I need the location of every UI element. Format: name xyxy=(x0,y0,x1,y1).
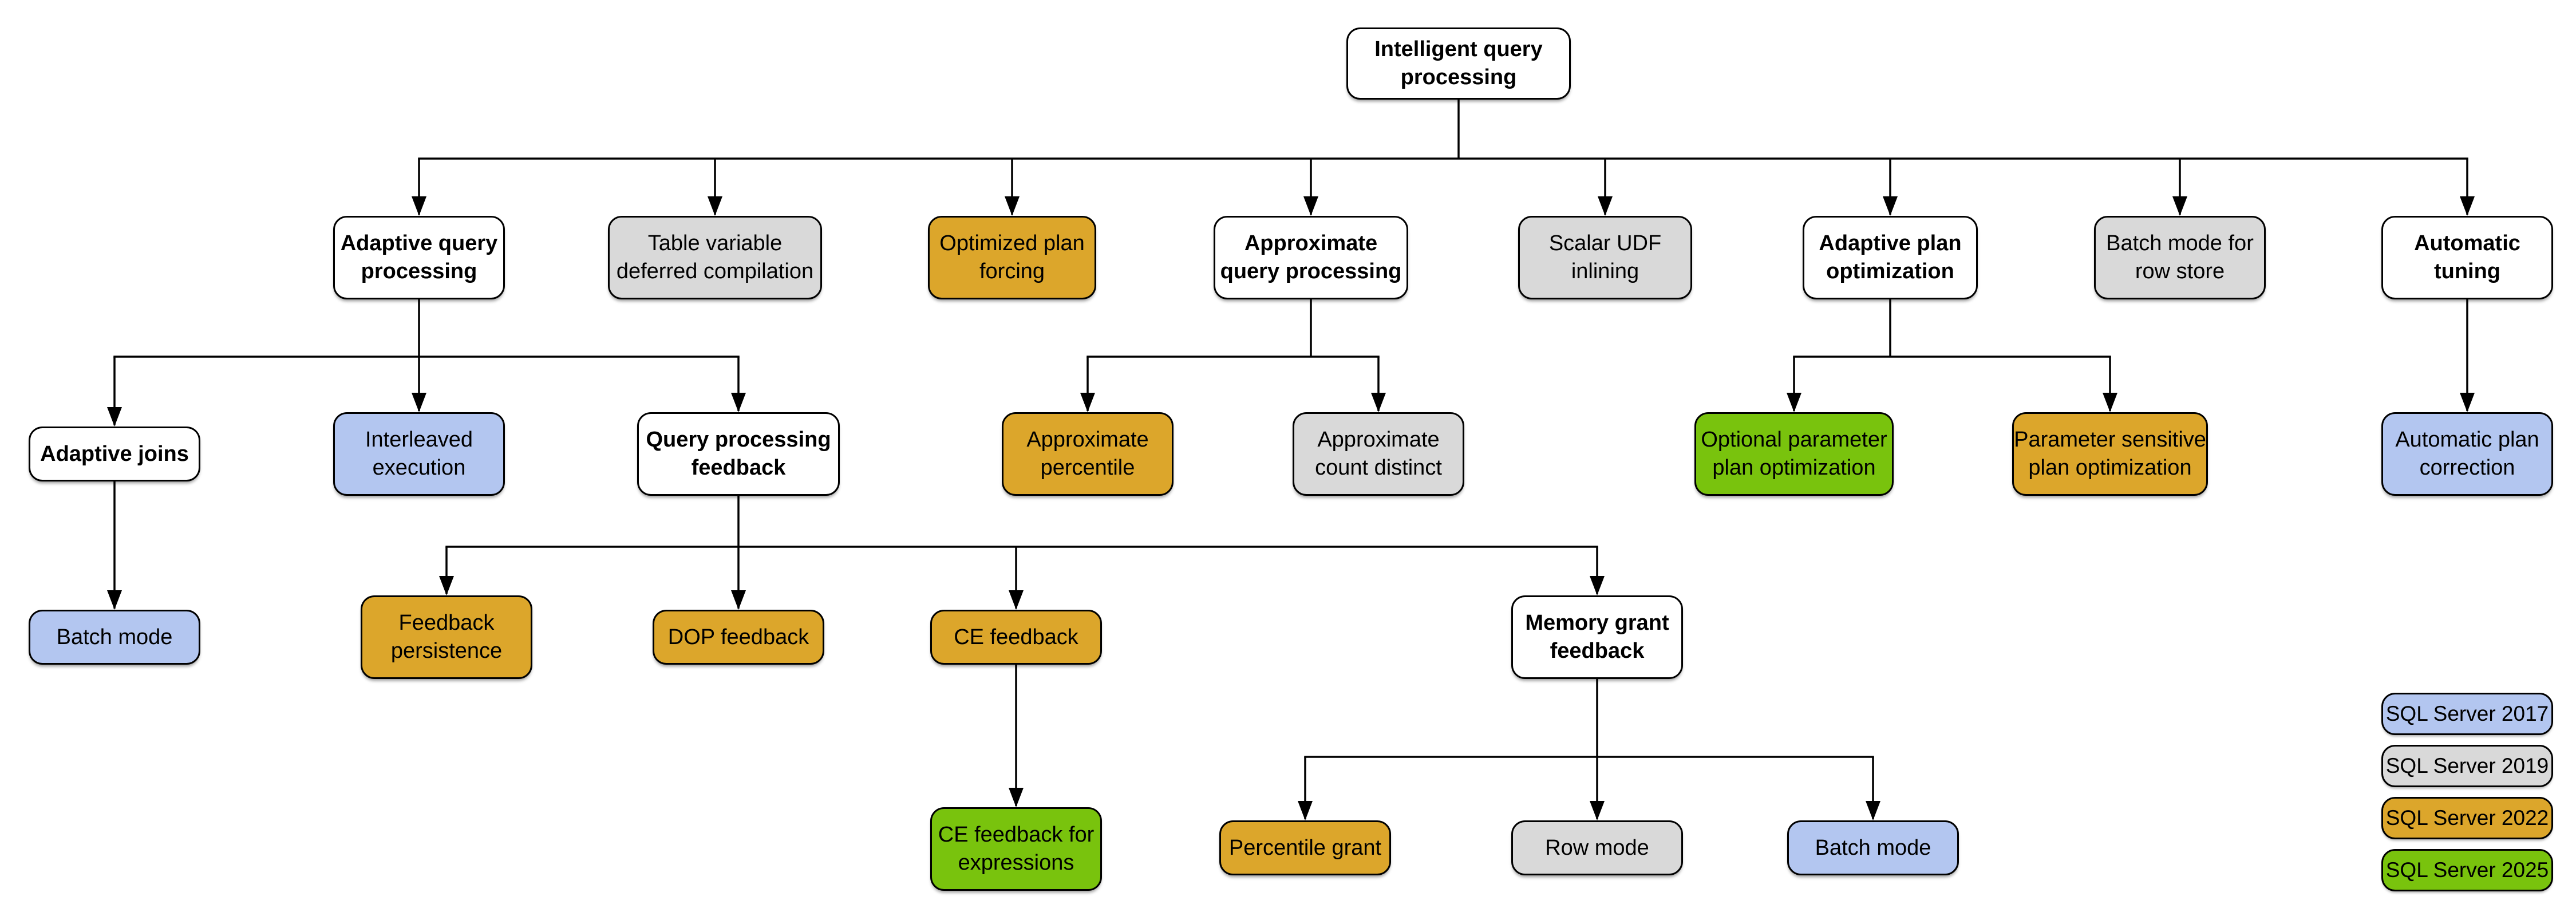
arrowhead-icon xyxy=(1787,393,1801,412)
node-scalar-udf-inlining: Scalar UDF inlining xyxy=(1518,216,1692,299)
node-row-mode: Row mode xyxy=(1511,820,1683,875)
legend-item-sql-server-2022: SQL Server 2022 xyxy=(2381,797,2553,839)
arrowhead-icon xyxy=(1590,801,1605,820)
legend-item-sql-server-2025: SQL Server 2025 xyxy=(2381,849,2553,891)
node-ce-feedback-for-expressions: CE feedback for expressions xyxy=(930,807,1102,891)
node-batch-mode-memory-grant: Batch mode xyxy=(1787,820,1959,875)
arrowhead-icon xyxy=(2172,196,2187,216)
node-interleaved-execution: Interleaved execution xyxy=(333,412,505,496)
arrowhead-icon xyxy=(412,196,426,216)
arrowhead-icon xyxy=(731,393,746,412)
node-percentile-grant: Percentile grant xyxy=(1219,820,1391,875)
arrowhead-icon xyxy=(1298,801,1313,820)
arrowhead-icon xyxy=(1371,393,1386,412)
arrowhead-icon xyxy=(1866,801,1880,820)
node-automatic-tuning: Automatic tuning xyxy=(2381,216,2553,299)
node-table-variable-deferred-compilation: Table variable deferred compilation xyxy=(608,216,822,299)
arrowhead-icon xyxy=(731,590,746,610)
node-parameter-sensitive-plan-optimization: Parameter sensitive plan optimization xyxy=(2012,412,2208,496)
arrowhead-icon xyxy=(1883,196,1898,216)
arrowhead-icon xyxy=(107,590,122,610)
node-optional-parameter-plan-optimization: Optional parameter plan optimization xyxy=(1694,412,1894,496)
arrowhead-icon xyxy=(2103,393,2117,412)
arrowhead-icon xyxy=(708,196,722,216)
legend-item-sql-server-2017: SQL Server 2017 xyxy=(2381,693,2553,735)
node-feedback-persistence: Feedback persistence xyxy=(361,595,532,679)
node-query-processing-feedback: Query processing feedback xyxy=(637,412,840,496)
arrowhead-icon xyxy=(2460,196,2475,216)
node-ce-feedback: CE feedback xyxy=(930,610,1102,665)
node-dop-feedback: DOP feedback xyxy=(653,610,824,665)
arrowhead-icon xyxy=(1005,196,1020,216)
node-approximate-query-processing: Approximate query processing xyxy=(1214,216,1408,299)
node-batch-mode-adaptive-joins: Batch mode xyxy=(29,610,200,665)
arrowhead-icon xyxy=(1009,590,1024,610)
node-automatic-plan-correction: Automatic plan correction xyxy=(2381,412,2553,496)
node-approximate-count-distinct: Approximate count distinct xyxy=(1293,412,1464,496)
arrowhead-icon xyxy=(439,576,454,595)
arrowhead-icon xyxy=(2460,393,2475,412)
node-adaptive-query-processing: Adaptive query processing xyxy=(333,216,505,299)
node-memory-grant-feedback: Memory grant feedback xyxy=(1511,595,1683,679)
arrowhead-icon xyxy=(107,407,122,427)
node-intelligent-query-processing: Intelligent query processing xyxy=(1346,27,1571,100)
node-batch-mode-for-row-store: Batch mode for row store xyxy=(2094,216,2266,299)
arrowhead-icon xyxy=(412,393,426,412)
node-optimized-plan-forcing: Optimized plan forcing xyxy=(928,216,1096,299)
arrowhead-icon xyxy=(1598,196,1613,216)
node-adaptive-plan-optimization: Adaptive plan optimization xyxy=(1803,216,1978,299)
arrowhead-icon xyxy=(1080,393,1095,412)
arrowhead-icon xyxy=(1303,196,1318,216)
node-adaptive-joins: Adaptive joins xyxy=(29,427,200,481)
arrowhead-icon xyxy=(1009,788,1024,807)
legend-item-sql-server-2019: SQL Server 2019 xyxy=(2381,745,2553,787)
arrowhead-icon xyxy=(1590,576,1605,595)
node-approximate-percentile: Approximate percentile xyxy=(1002,412,1174,496)
